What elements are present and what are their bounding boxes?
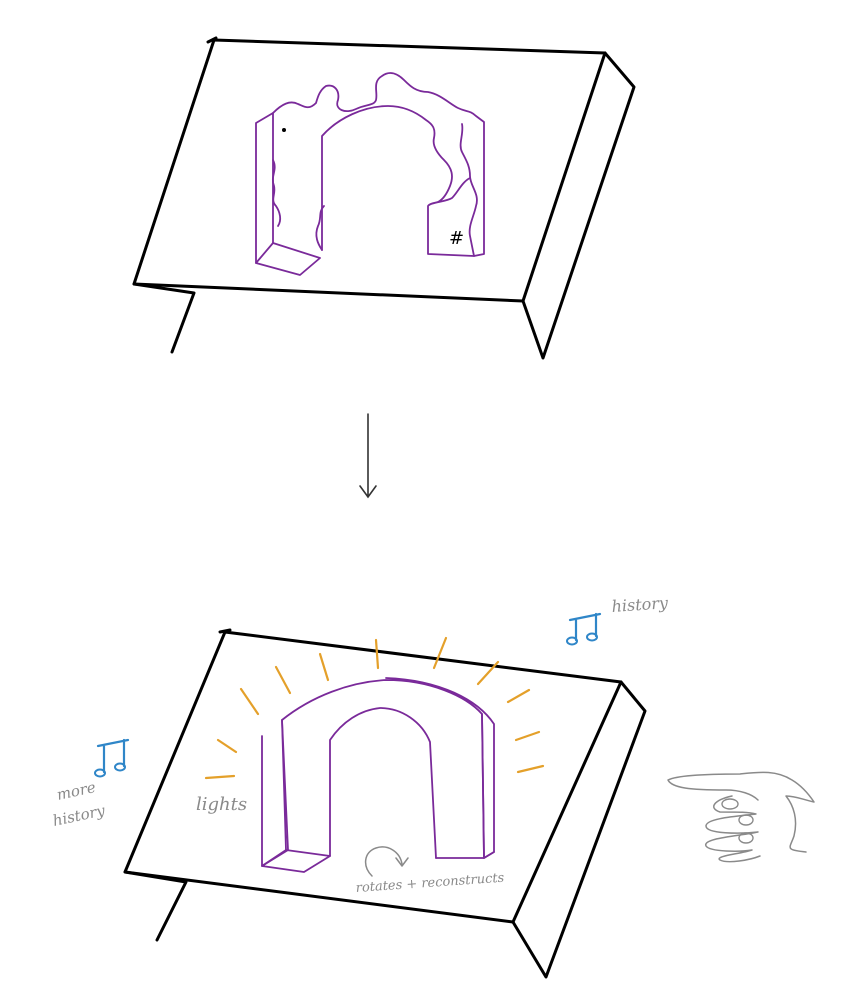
light-ray xyxy=(374,638,380,670)
reconstructed-arch-inner xyxy=(329,707,437,859)
top-scene: # xyxy=(132,36,636,360)
light-ray xyxy=(514,730,541,742)
reconstructed-arch-right-face xyxy=(481,713,485,859)
top-table-back-mark xyxy=(206,36,218,44)
ruined-arch-left-edge xyxy=(271,159,325,251)
pointing-hand-icon xyxy=(667,771,815,863)
ruined-arch-left-pillar-base xyxy=(255,242,274,264)
top-table-front-leg xyxy=(132,282,196,354)
reconstructed-arch xyxy=(261,677,495,873)
top-table-side-edge xyxy=(521,51,636,360)
music-note-icon xyxy=(94,738,130,778)
rotates-reconstructs-label: rotates + reconstructs xyxy=(355,871,505,896)
reconstructed-arch-base-right xyxy=(435,851,495,859)
down-arrow-icon xyxy=(359,413,377,499)
light-ray xyxy=(432,636,448,670)
top-table-surface xyxy=(132,38,607,303)
more-history-label-line2: history xyxy=(51,801,107,830)
bottom-table xyxy=(123,628,647,979)
light-ray xyxy=(204,774,236,780)
ruined-arch-outline xyxy=(272,72,485,257)
music-note-icon xyxy=(566,612,602,646)
light-ray xyxy=(516,764,545,774)
light-ray xyxy=(216,738,238,754)
bottom-table-back-mark xyxy=(218,628,232,634)
marker-symbol: # xyxy=(449,228,464,249)
ruined-arch: # xyxy=(255,72,485,276)
lights-label: lights xyxy=(196,794,247,815)
bottom-table-front-leg xyxy=(123,870,188,942)
light-ray xyxy=(476,660,500,686)
ruined-arch-inner-curve xyxy=(321,105,453,251)
bottom-scene: rotates + reconstructs lights more histo… xyxy=(51,593,815,979)
ruined-arch-dot xyxy=(282,128,286,132)
reconstructed-arch-outer xyxy=(261,677,495,867)
light-ray xyxy=(506,688,531,704)
bottom-table-surface xyxy=(123,630,623,924)
light-ray xyxy=(318,652,330,682)
light-ray xyxy=(239,687,260,716)
ruined-arch-right-pillar xyxy=(427,177,475,257)
bottom-table-side-edge xyxy=(511,680,647,979)
more-history-label-line1: more xyxy=(55,778,97,804)
reconstructed-arch-base-left xyxy=(261,849,331,873)
history-label: history xyxy=(611,593,670,616)
light-rays xyxy=(204,636,545,780)
top-table xyxy=(132,36,636,360)
reconstructed-arch-left-face xyxy=(281,719,287,851)
rotate-arrow-icon xyxy=(364,846,409,877)
light-ray xyxy=(274,665,292,695)
